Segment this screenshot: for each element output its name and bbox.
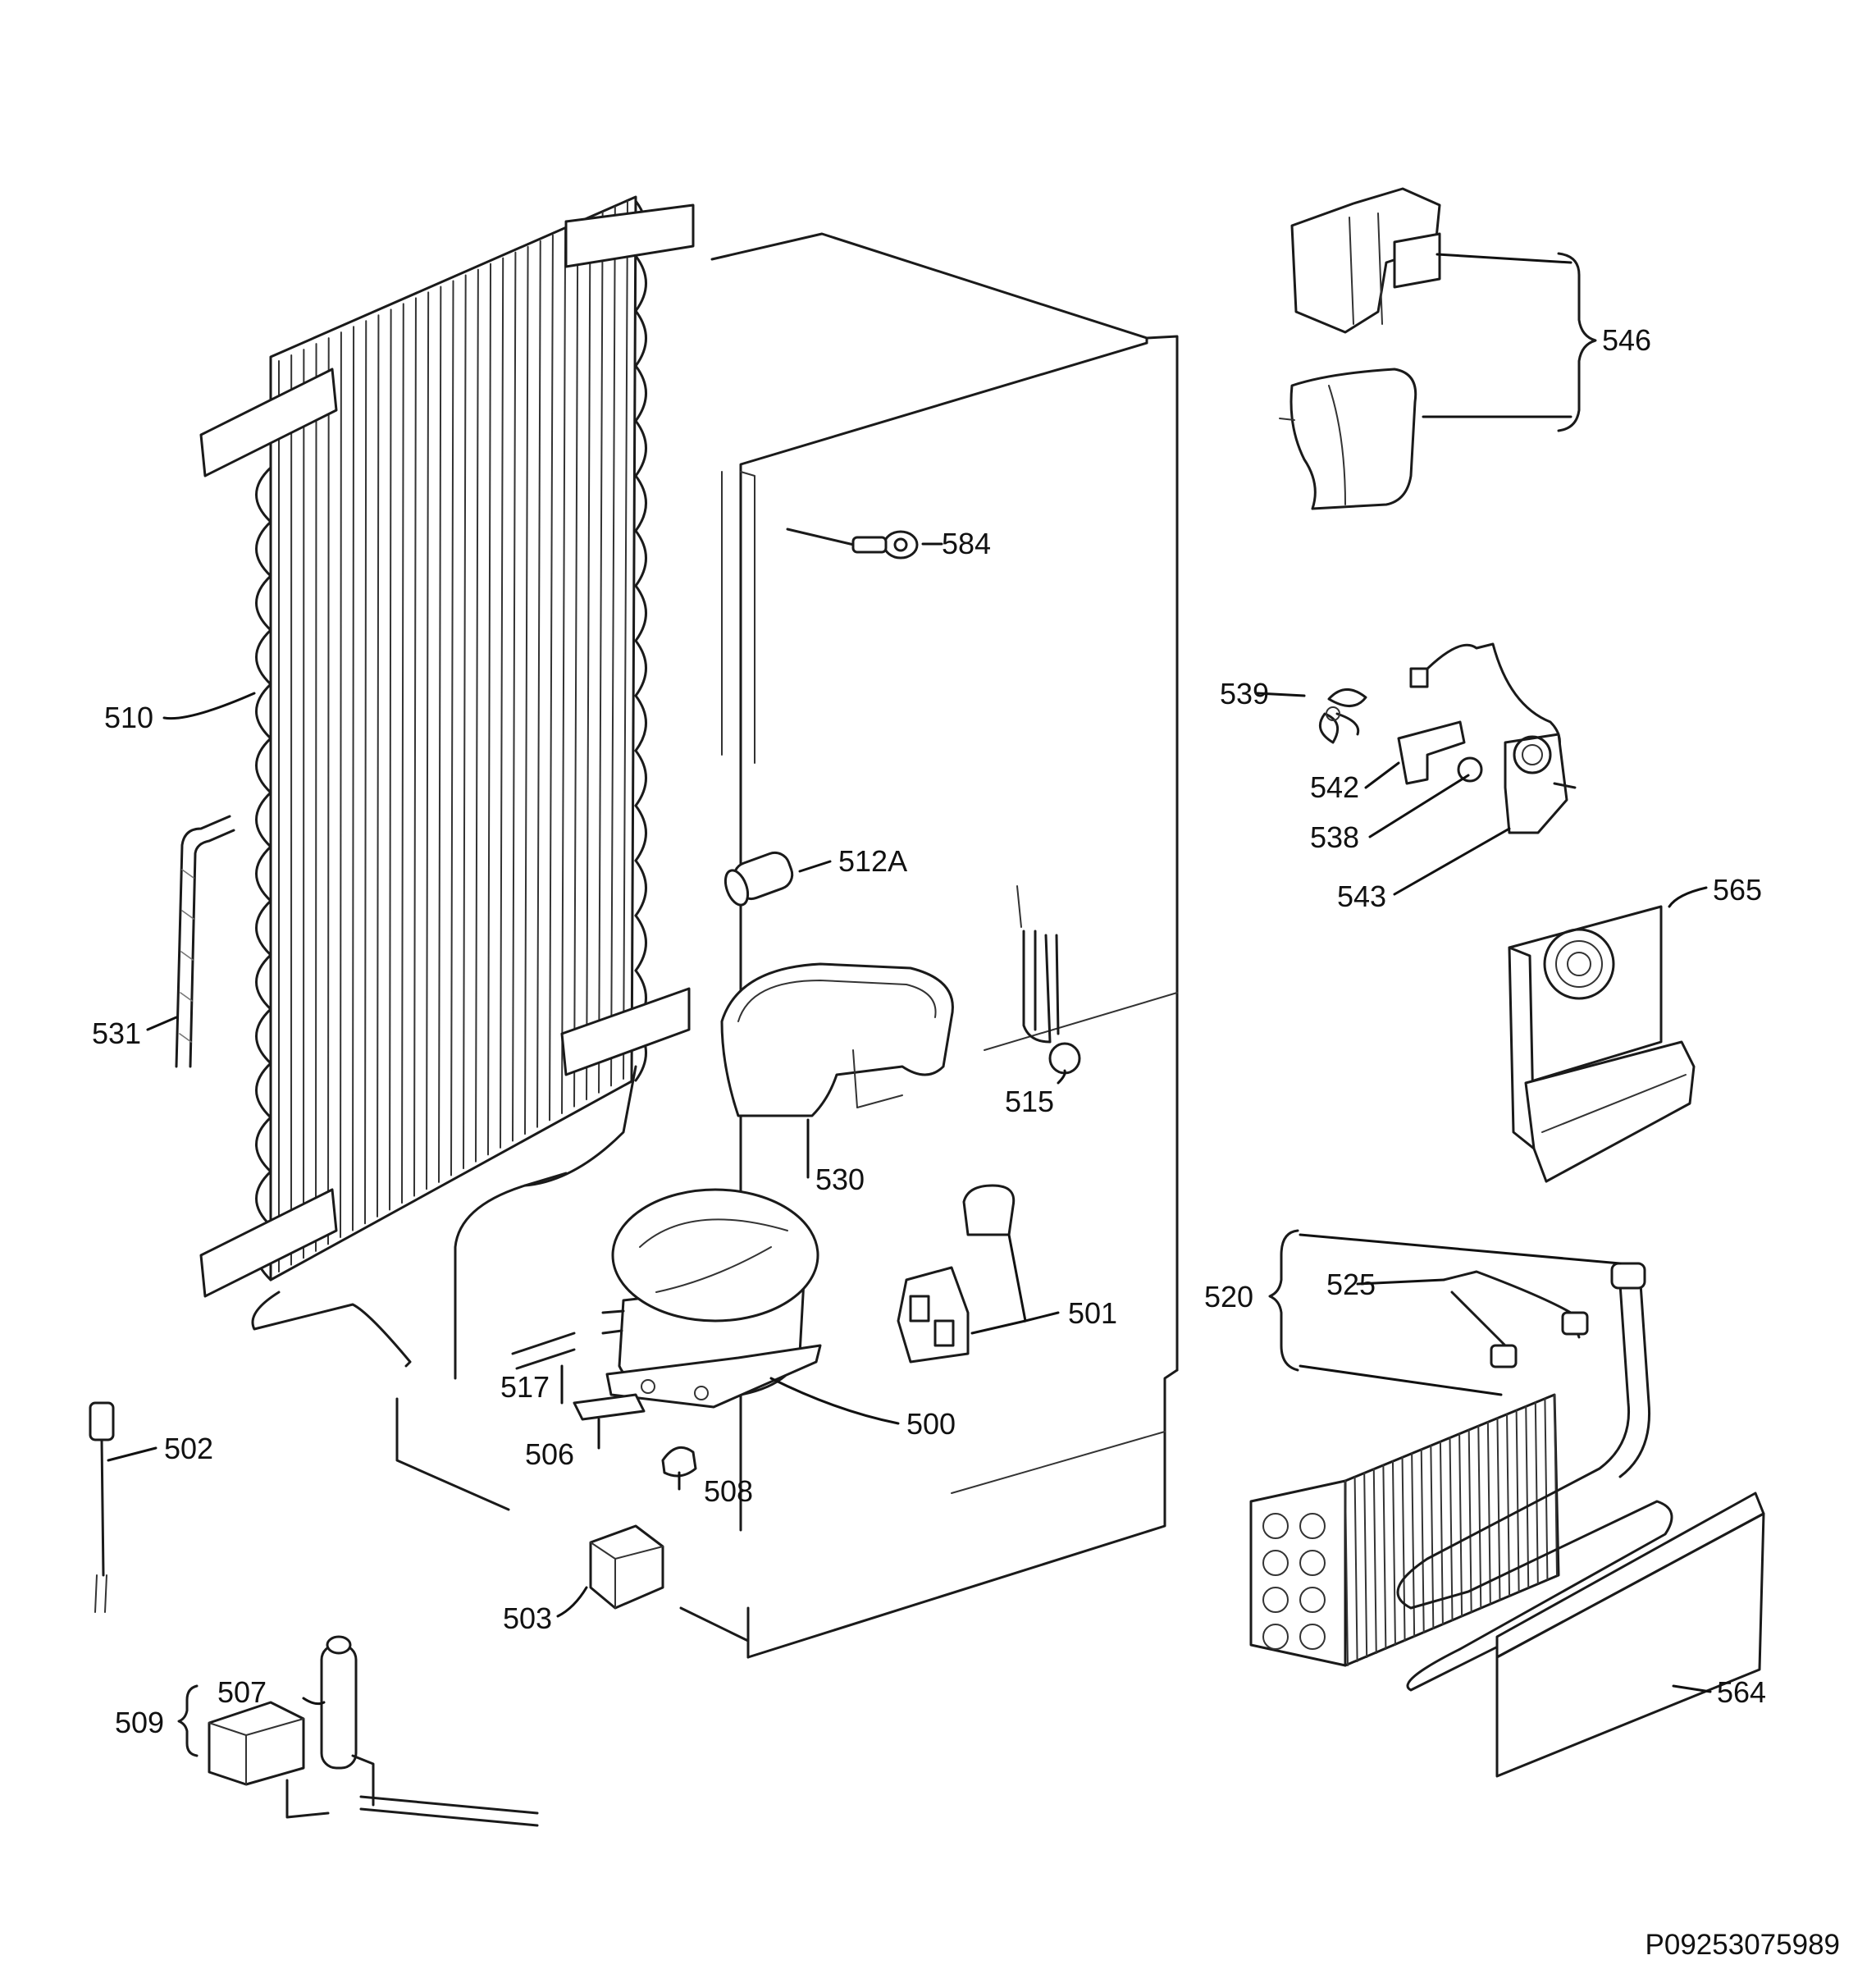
part-512A-cylinder — [723, 851, 794, 907]
label-546: 546 — [1602, 323, 1651, 357]
heater-strip-531 — [175, 815, 235, 1068]
label-509: 509 — [115, 1706, 164, 1739]
label-543: 543 — [1337, 879, 1386, 913]
condenser-510 — [199, 195, 695, 1380]
label-503: 503 — [503, 1601, 552, 1635]
sensor-584 — [786, 528, 919, 560]
heater-515 — [1016, 885, 1081, 1075]
label-510: 510 — [104, 701, 153, 734]
valve-assembly-509 — [208, 1635, 539, 1827]
part-labels: 510 531 584 512A 530 515 501 500 517 506… — [92, 323, 1766, 1739]
label-515: 515 — [1005, 1085, 1054, 1118]
label-584: 584 — [942, 527, 991, 560]
compressor-500 — [601, 1188, 822, 1409]
label-501: 501 — [1068, 1296, 1117, 1330]
label-531: 531 — [92, 1016, 141, 1050]
label-525: 525 — [1326, 1268, 1376, 1301]
leader-lines — [107, 253, 1712, 1706]
evaporator-520 — [1249, 1262, 1673, 1692]
assembly-546 — [1279, 187, 1441, 510]
sensor-502 — [89, 1401, 115, 1613]
braces — [177, 252, 1597, 1757]
label-517: 517 — [500, 1370, 550, 1404]
fan-cover-565 — [1508, 905, 1696, 1183]
label-508: 508 — [704, 1474, 753, 1508]
label-520: 520 — [1204, 1280, 1253, 1313]
label-507: 507 — [217, 1675, 267, 1709]
label-506: 506 — [525, 1437, 574, 1471]
label-512A: 512A — [838, 844, 907, 878]
label-500: 500 — [906, 1407, 956, 1441]
cabinet-body — [395, 232, 1179, 1659]
relay-501 — [897, 1184, 1016, 1364]
panel-564 — [1495, 1492, 1765, 1778]
label-565: 565 — [1713, 873, 1762, 907]
label-502: 502 — [164, 1432, 213, 1465]
label-564: 564 — [1717, 1675, 1766, 1709]
fan-motor-group — [1318, 642, 1577, 834]
small-parts — [511, 1332, 697, 1610]
label-530: 530 — [815, 1163, 865, 1196]
drip-tray-530 — [720, 962, 954, 1117]
label-538: 538 — [1310, 820, 1359, 854]
label-542: 542 — [1310, 770, 1359, 804]
drawing-code: P09253075989 — [1645, 1929, 1840, 1961]
label-539: 539 — [1220, 677, 1269, 710]
